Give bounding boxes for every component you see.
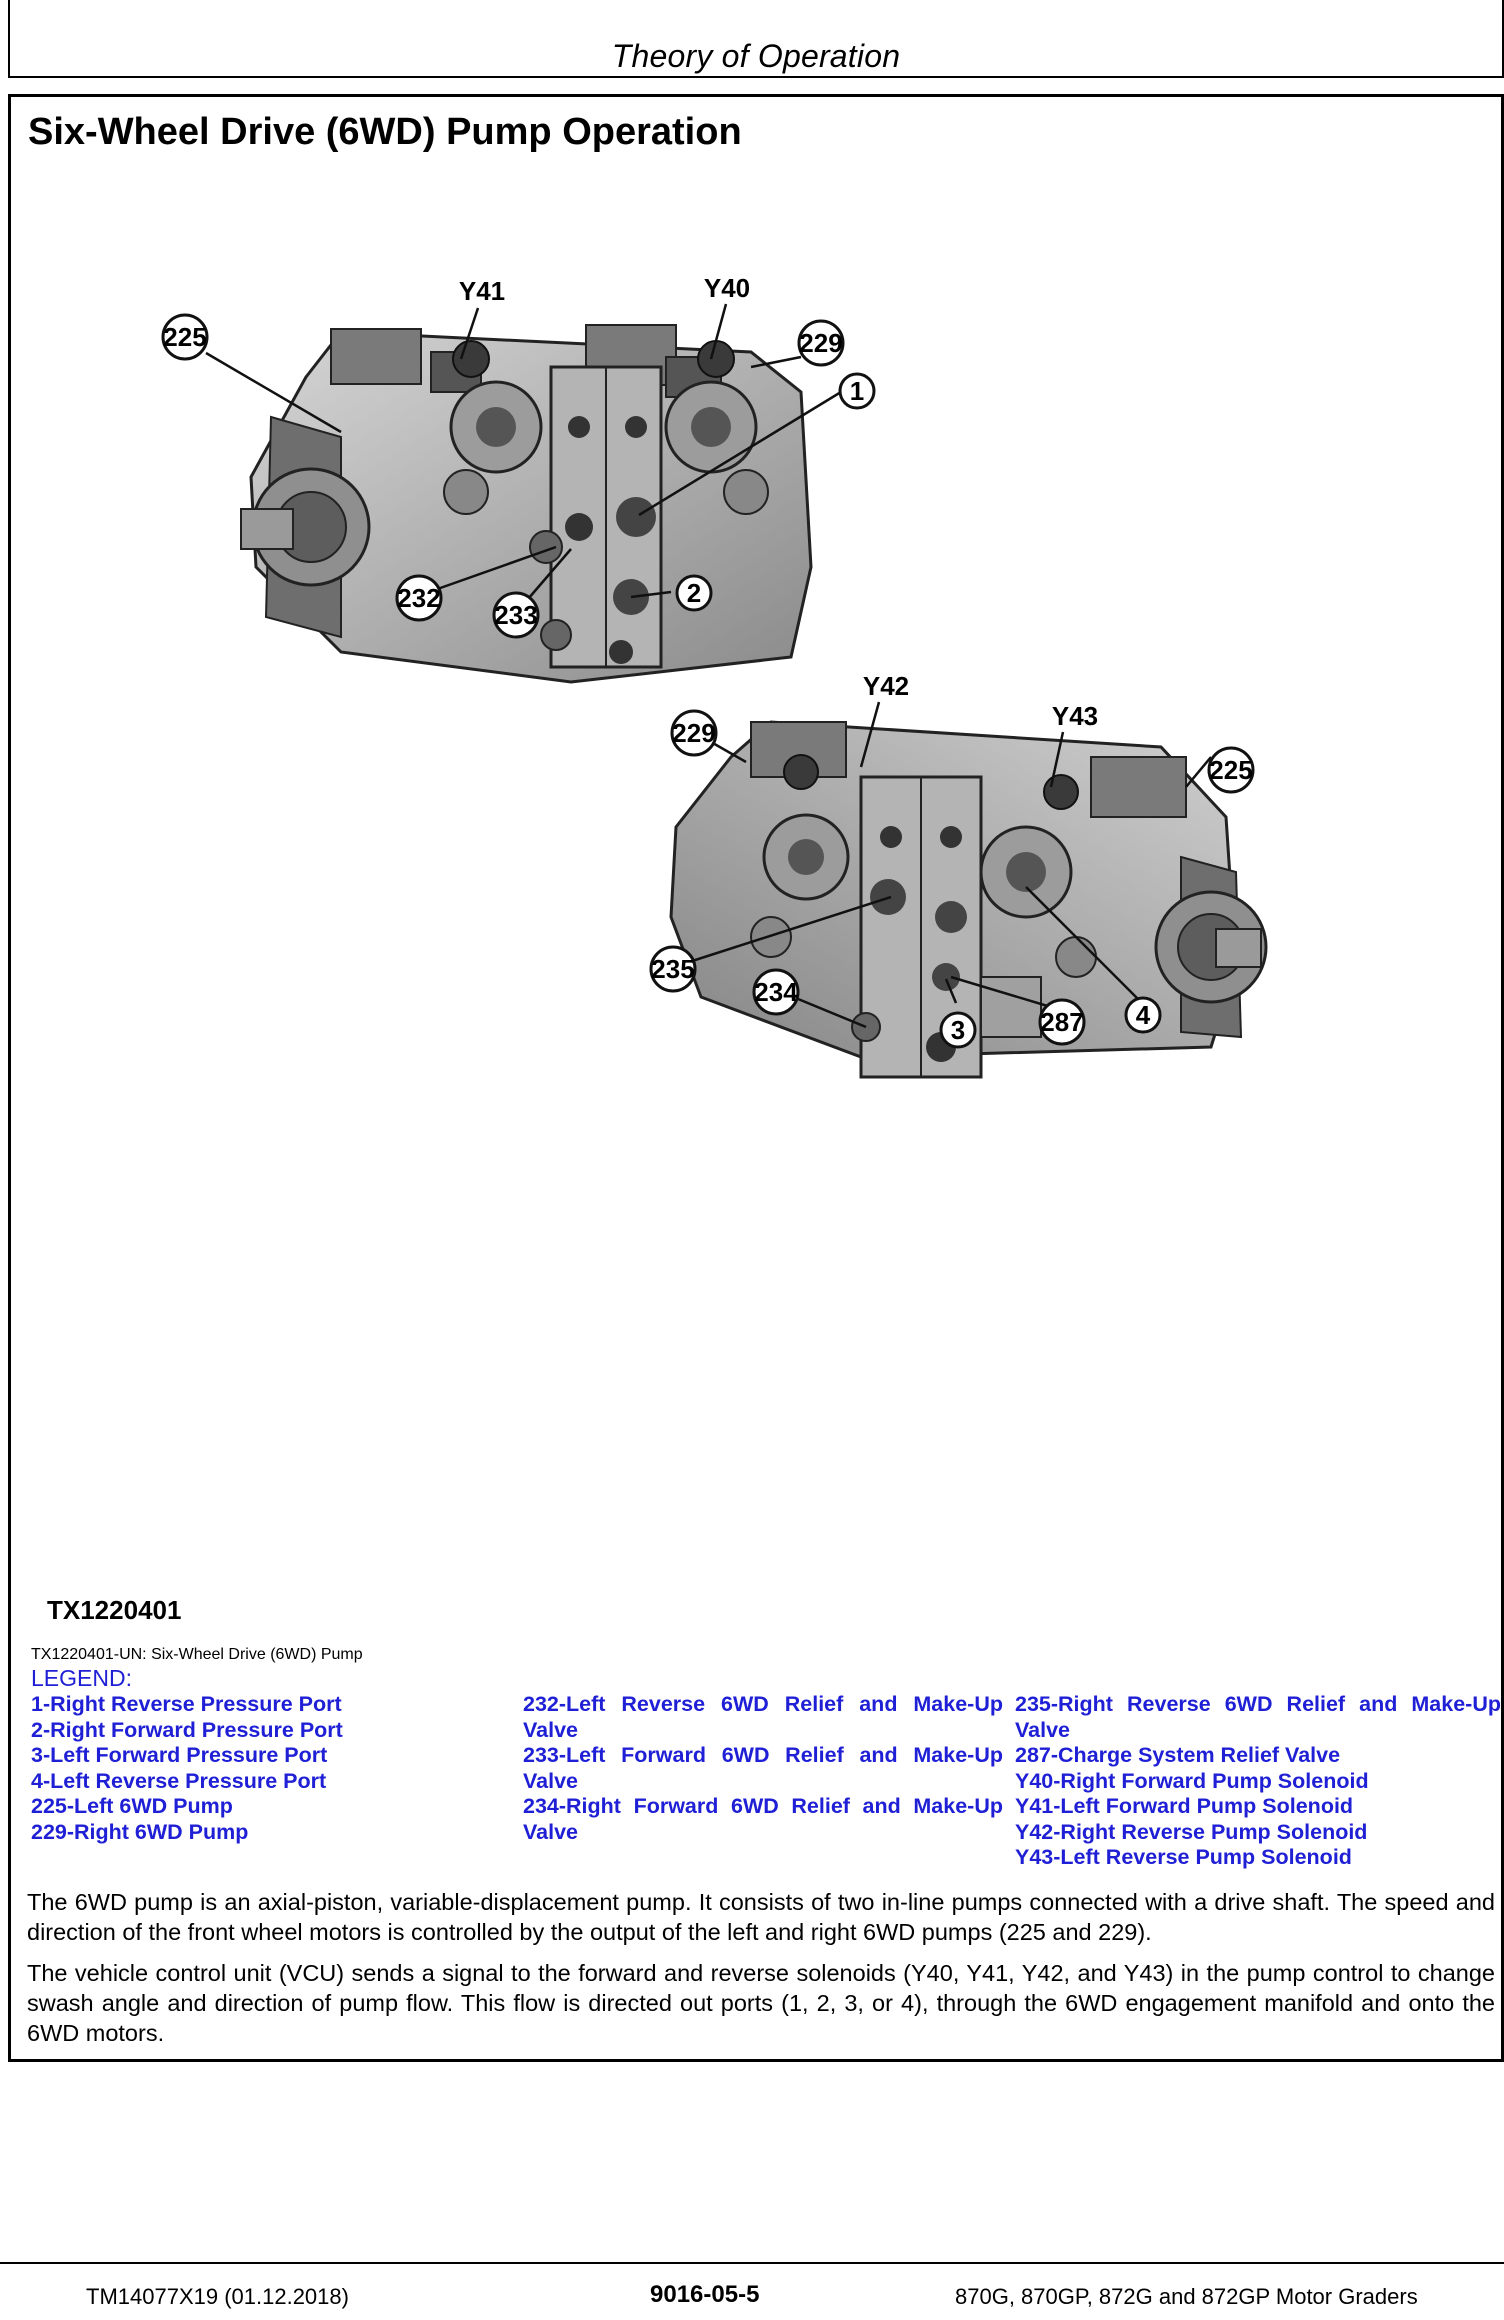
footer-model-list: 870G, 870GP, 872G and 872GP Motor Grader…: [955, 2284, 1418, 2309]
bottom-leader-lines: [688, 701, 1212, 1029]
callout-234: 234: [752, 968, 800, 1016]
legend-item: 225-Left 6WD Pump: [31, 1794, 233, 1818]
legend-item: 235-Right Reverse 6WD Relief and Make-Up…: [1015, 1692, 1501, 1742]
legend-column-1: 1-Right Reverse Pressure Port 2-Right Fo…: [31, 1692, 351, 1845]
legend-item: 229-Right 6WD Pump: [31, 1819, 249, 1844]
section-title: Six-Wheel Drive (6WD) Pump Operation: [28, 111, 742, 153]
callout-287: 287: [1038, 998, 1086, 1046]
footer-manual-id: TM14077X19 (01.12.2018): [86, 2284, 349, 2309]
svg-text:225: 225: [1209, 755, 1252, 785]
callout-3: 3: [939, 1011, 977, 1049]
svg-text:287: 287: [1040, 1007, 1083, 1037]
legend-item: 233-Left Forward 6WD Relief and Make-Up …: [523, 1743, 1003, 1793]
svg-text:229: 229: [799, 328, 842, 358]
callout-232: 232: [395, 574, 443, 622]
callout-y43-label: Y43: [1052, 701, 1098, 731]
legend-item: Y41-Left Forward Pump Solenoid: [1015, 1794, 1354, 1818]
svg-text:2: 2: [687, 578, 701, 608]
svg-text:235: 235: [651, 954, 694, 984]
legend-item: 2-Right Forward Pressure Port: [31, 1717, 343, 1742]
legend-item: 287-Charge System Relief Valve: [1015, 1743, 1341, 1767]
legend-item: 1-Right Reverse Pressure Port: [31, 1692, 342, 1716]
body-paragraph-2: The vehicle control unit (VCU) sends a s…: [27, 1960, 1495, 2046]
callout-225-bottom: 225: [1207, 746, 1255, 794]
callout-225-top: 225: [161, 313, 209, 361]
svg-text:234: 234: [754, 977, 798, 1007]
footer-page-number: 9016-05-5: [650, 2281, 760, 2308]
callout-y40-label: Y40: [704, 273, 750, 303]
top-pump-drawing: [240, 324, 813, 684]
body-paragraph-1: The 6WD pump is an axial-piston, variabl…: [27, 1889, 1495, 1945]
callout-y41-label: Y41: [459, 276, 505, 306]
legend-item: 232-Left Reverse 6WD Relief and Make-Up …: [523, 1692, 1003, 1742]
legend-heading: LEGEND:: [31, 1665, 132, 1691]
header-title: Theory of Operation: [611, 38, 901, 74]
content-section: Six-Wheel Drive (6WD) Pump Operation: [8, 94, 1504, 2062]
legend-item: 4-Left Reverse Pressure Port: [31, 1768, 327, 1793]
callout-229-top: 229: [797, 319, 845, 367]
legend-item: Y43-Left Reverse Pump Solenoid: [1015, 1845, 1352, 1869]
callout-2: 2: [675, 574, 713, 612]
callout-y42-label: Y42: [863, 671, 909, 701]
callout-235: 235: [649, 945, 697, 993]
callout-4: 4: [1124, 996, 1162, 1034]
figure-caption: TX1220401-UN: Six-Wheel Drive (6WD) Pump: [31, 1646, 363, 1663]
svg-text:229: 229: [672, 718, 715, 748]
svg-text:3: 3: [951, 1015, 965, 1045]
callout-1: 1: [838, 372, 876, 410]
svg-text:4: 4: [1136, 1000, 1151, 1030]
svg-text:225: 225: [163, 322, 206, 352]
pump-illustration: 225 Y41 Y40 229 1 232 233 2: [161, 273, 1268, 1079]
svg-text:233: 233: [494, 600, 537, 630]
callout-233: 233: [492, 591, 540, 639]
svg-text:232: 232: [397, 583, 440, 613]
legend-item: Y42-Right Reverse Pump Solenoid: [1015, 1819, 1368, 1844]
svg-text:1: 1: [850, 376, 864, 406]
legend-item: 234-Right Forward 6WD Relief and Make-Up…: [523, 1794, 1003, 1844]
figure-id: TX1220401: [47, 1595, 182, 1625]
page-header: Theory of Operation: [8, 0, 1504, 78]
legend-column-2: 232-Left Reverse 6WD Relief and Make-Up …: [523, 1692, 1003, 1845]
legend-column-3: 235-Right Reverse 6WD Relief and Make-Up…: [1015, 1692, 1501, 1871]
legend-item: Y40-Right Forward Pump Solenoid: [1015, 1768, 1369, 1793]
callout-229-bottom: 229: [670, 709, 718, 757]
footer-divider: [0, 2262, 1504, 2264]
legend-item: 3-Left Forward Pressure Port: [31, 1743, 328, 1767]
